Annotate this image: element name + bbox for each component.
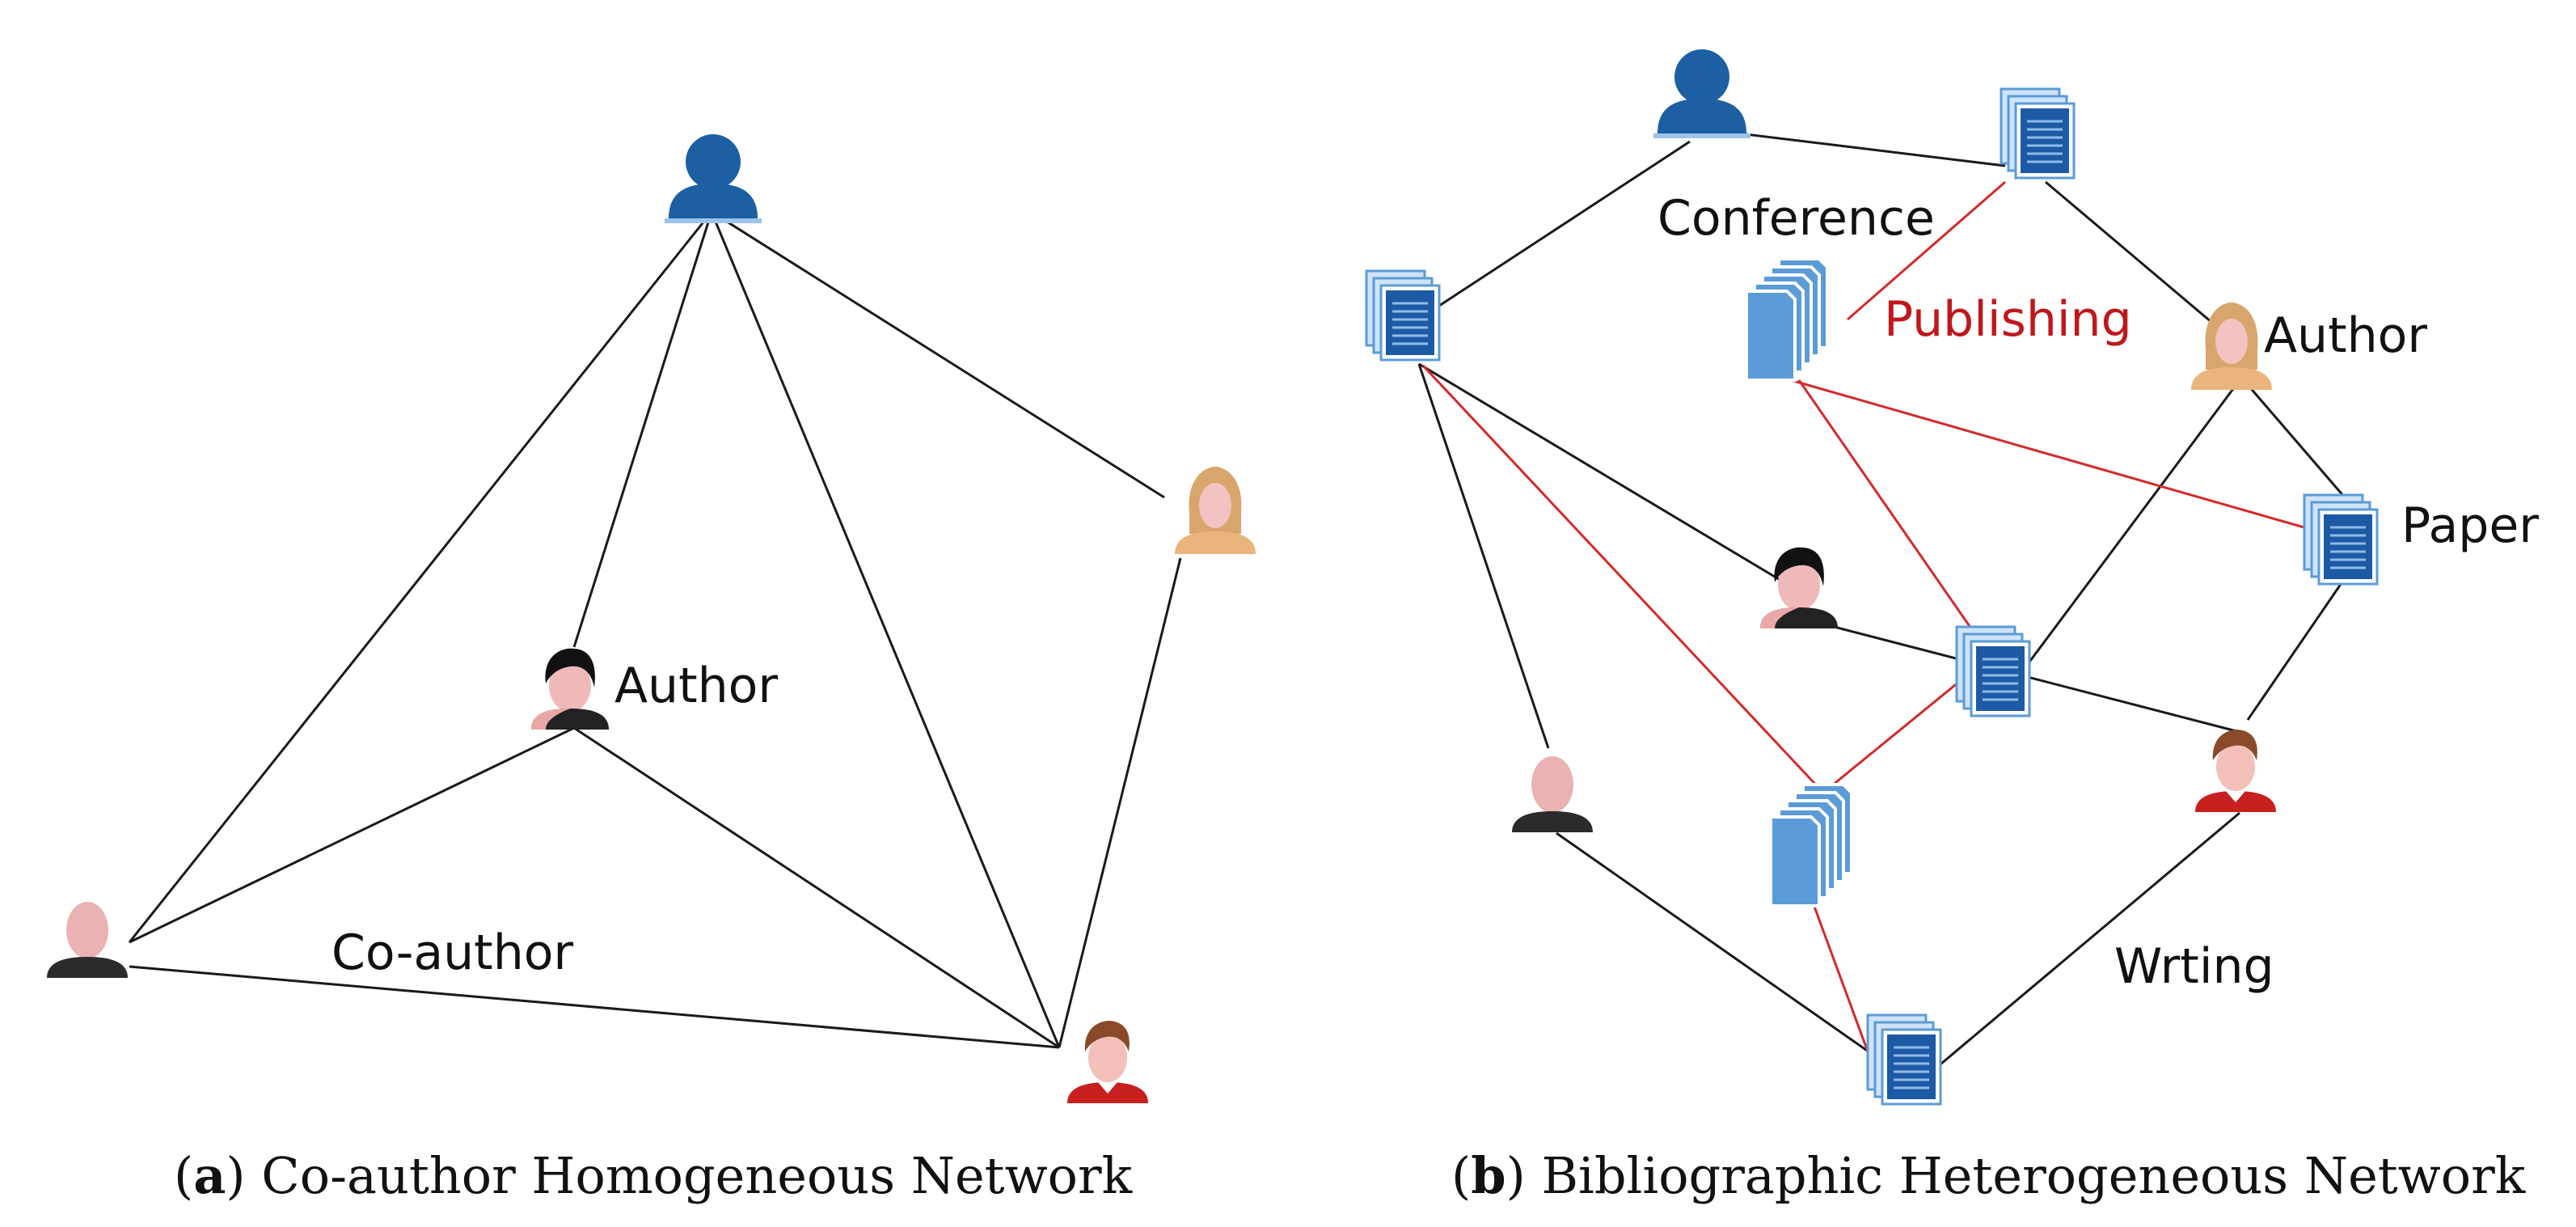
- edge: [1417, 363, 1550, 749]
- caption-a: (a) Co-author Homogeneous Network: [174, 1146, 1133, 1205]
- paper-stack-icon: [1769, 783, 1853, 908]
- paper-icon: [2303, 493, 2379, 586]
- edge: [129, 965, 1060, 1049]
- person-blonde-female-icon: [1175, 467, 1256, 554]
- edge: [572, 211, 713, 648]
- person-red-shirt-icon: [2195, 730, 2276, 812]
- edges-b-publishing: [1421, 180, 2313, 1052]
- edge: [1790, 379, 2313, 531]
- edges-b-black: [1417, 128, 2346, 1069]
- edge: [1797, 379, 1974, 632]
- edge: [1936, 811, 2240, 1069]
- edge: [2246, 578, 2346, 721]
- person-black-hair-icon: [531, 648, 609, 730]
- label-writing: Wrting: [2114, 938, 2274, 995]
- paper-icon: [2000, 87, 2076, 180]
- paper-stack-icon: [1745, 257, 1829, 382]
- edge: [2242, 379, 2346, 498]
- label-paper: Paper: [2401, 497, 2539, 554]
- edge: [710, 211, 1061, 1048]
- person-blue-icon: [665, 134, 762, 221]
- caption-b: (b) Bibliographic Heterogeneous Network: [1451, 1146, 2526, 1205]
- edge: [1847, 180, 2006, 321]
- label-author-a: Author: [614, 658, 778, 714]
- edge: [2024, 379, 2241, 668]
- label-coauthor: Co-author: [332, 924, 573, 981]
- edge: [1705, 128, 2006, 167]
- edge: [1438, 140, 1691, 307]
- person-black-hair-icon: [1760, 547, 1838, 628]
- paper-icon: [1955, 625, 2031, 717]
- edge: [129, 726, 575, 944]
- edge: [1822, 666, 1978, 794]
- person-blue-icon: [1653, 49, 1750, 136]
- person-bald-icon: [1512, 756, 1593, 832]
- edge: [1556, 831, 1881, 1061]
- edges-a: [128, 210, 1182, 1049]
- edge: [1810, 897, 1869, 1052]
- edge: [573, 726, 1060, 1049]
- paper-icon: [1365, 269, 1441, 362]
- edge: [1058, 557, 1182, 1048]
- edge: [1421, 364, 1825, 794]
- diagram-b: Conference Publishing Author Paper Wrtin…: [1365, 49, 2539, 1205]
- diagram-a: Author Co-author (a) Co-author Homogeneo…: [47, 134, 1256, 1205]
- edge: [128, 211, 713, 943]
- label-author-b: Author: [2264, 307, 2427, 364]
- person-bald-icon: [47, 902, 128, 978]
- edge: [1418, 362, 1792, 588]
- edge: [711, 210, 1165, 499]
- person-red-shirt-icon: [1067, 1021, 1148, 1103]
- edge: [2045, 180, 2228, 337]
- label-conference: Conference: [1658, 190, 1935, 247]
- paper-icon: [1866, 1013, 1942, 1106]
- label-publishing: Publishing: [1884, 291, 2132, 348]
